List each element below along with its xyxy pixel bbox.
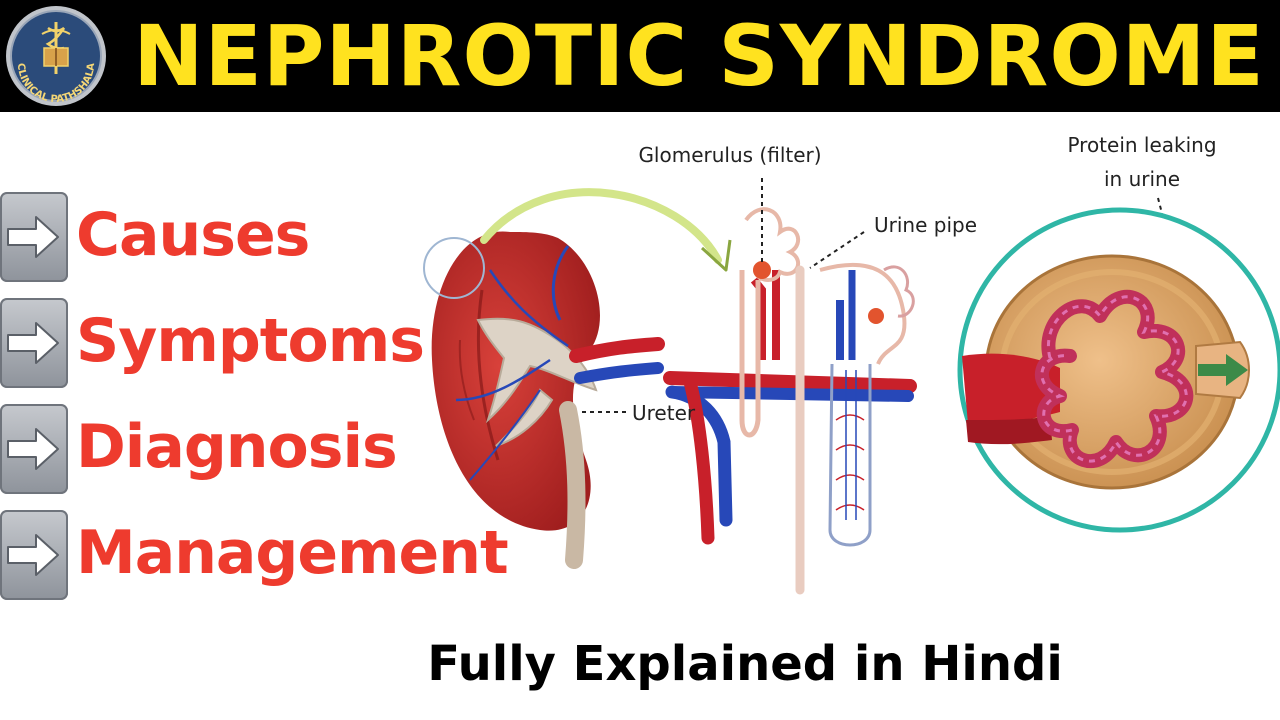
topic-diagnosis: Diagnosis [0,394,470,500]
title-banner: CLINICAL PATHSHALA NEPHROTIC SYNDROME [0,0,1280,112]
protein-arrow-icon [1198,354,1248,386]
caduceus-badge-icon: CLINICAL PATHSHALA [6,6,106,106]
right-arrow-icon [0,192,68,282]
topic-causes: Causes [0,182,470,288]
right-arrow-icon [0,404,68,494]
page-title: NEPHROTIC SYNDROME [133,7,1265,105]
kidney-illustration: Glomerulus (filter) Urine pipe Ureter Pr… [423,133,1280,595]
ureter-label: Ureter [632,401,696,425]
topic-label: Diagnosis [76,412,398,482]
topic-list: Causes Symptoms Diagnosis Management [0,182,509,606]
urine-pipe-label: Urine pipe [874,213,977,237]
arrow-head-icon [700,239,732,272]
right-arrow-icon [0,510,68,600]
protein-label-line1: Protein leaking [1067,133,1216,157]
curved-arrow-icon [480,188,722,264]
glomerulus-closeup [957,207,1280,533]
topic-label: Symptoms [76,306,425,376]
topic-label: Causes [76,200,310,270]
glomerulus-label: Glomerulus (filter) [638,143,821,167]
bottom-caption: Fully Explained in Hindi [427,636,1063,692]
topic-symptoms: Symptoms [0,288,470,394]
protein-label-line2: in urine [1104,167,1180,191]
nephron-icon [663,207,917,595]
topic-management: Management [0,500,509,606]
right-arrow-icon [0,298,68,388]
kidney-icon [423,231,665,569]
topic-label: Management [76,518,509,588]
